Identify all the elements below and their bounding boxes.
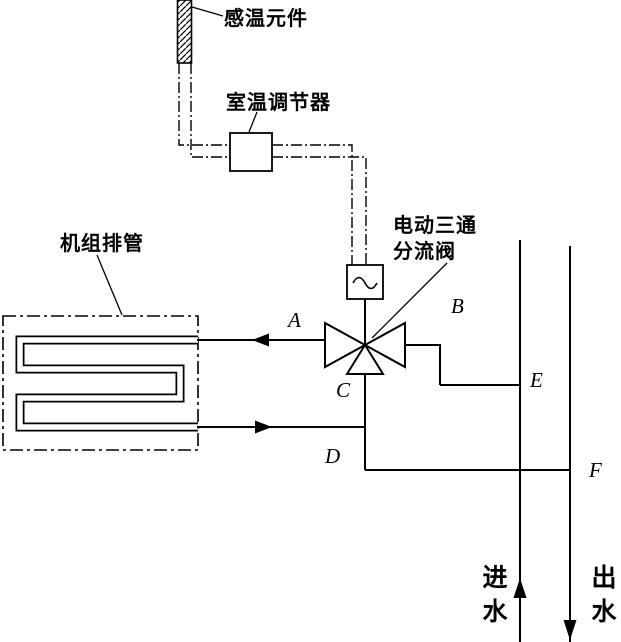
valve-right-port	[362, 321, 406, 369]
valve-leader-line	[371, 262, 448, 339]
inlet-water-label: 进水	[479, 564, 506, 632]
point-label-f: F	[589, 458, 602, 482]
coil-leader-line	[96, 254, 123, 316]
regulator-label: 室温调节器	[226, 92, 331, 114]
coil-serpentine-inner	[17, 337, 198, 430]
sensor-leader-line	[191, 6, 224, 17]
temperature-sensor	[176, 0, 193, 64]
port-label-c: C	[336, 378, 351, 402]
sine-wave-icon	[352, 276, 378, 290]
capillary-line-1	[178, 63, 230, 146]
regulator-box	[229, 132, 273, 172]
valve-bottom-port	[345, 343, 385, 375]
flow-arrow-from-coil-icon	[255, 420, 272, 434]
sensor-label: 感温元件	[224, 8, 308, 30]
port-label-d: D	[325, 444, 341, 468]
capillary-line-2	[190, 63, 230, 158]
valve-left-port	[324, 321, 368, 369]
coil-serpentine-outer	[15, 335, 198, 432]
regulator-leader-line	[248, 111, 258, 133]
outlet-water-label: 出水	[588, 564, 615, 632]
control-line-2	[272, 156, 367, 265]
flow-arrow-to-coil-icon	[252, 333, 269, 347]
outlet-flow-arrow-icon	[563, 620, 577, 640]
coil-label: 机组排管	[60, 233, 144, 255]
port-label-b: B	[451, 294, 464, 318]
point-label-e: E	[530, 368, 543, 392]
control-line-1	[272, 144, 353, 265]
inlet-flow-arrow-icon	[513, 578, 527, 598]
pipe-b-connector	[405, 344, 441, 385]
valve-label-line1: 电动三通	[393, 215, 477, 237]
port-label-a: A	[288, 308, 301, 332]
coil-box	[2, 315, 199, 451]
valve-label-line2: 分流阀	[393, 241, 456, 263]
